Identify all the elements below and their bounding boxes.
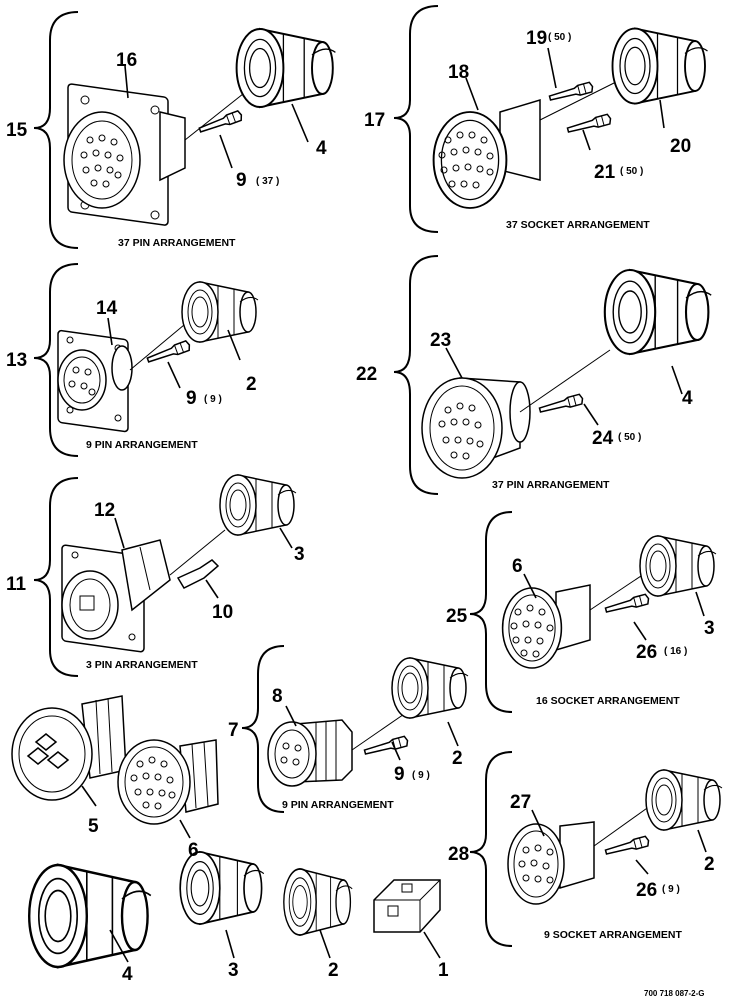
- backshell-2-mid: [181, 281, 259, 343]
- item-label-6: 6: [512, 556, 523, 577]
- plug-23: [421, 377, 531, 479]
- item-label-24: 24: [592, 428, 614, 449]
- item-label-23: 23: [430, 330, 451, 351]
- item-label-1: 1: [438, 960, 449, 981]
- item-label-2: 2: [328, 960, 339, 981]
- item-label-13: 13: [6, 350, 27, 371]
- socket-contact-26: [603, 593, 651, 616]
- item-label-2: 2: [246, 374, 257, 395]
- item-label-10: 10: [212, 602, 233, 623]
- arrangement-caption: 37 SOCKET ARRANGEMENT: [506, 219, 650, 231]
- backshell-4-top: [235, 28, 337, 108]
- item-label-3: 3: [704, 618, 715, 639]
- arrangement-caption: 9 PIN ARRANGEMENT: [282, 799, 394, 811]
- item-label-11: 11: [6, 574, 27, 595]
- item-label-2: 2: [452, 748, 463, 769]
- item-label-9: 9: [236, 170, 247, 191]
- item-label-4: 4: [122, 964, 133, 985]
- item-label-19: 19: [526, 28, 547, 49]
- arrangement-caption: 9 SOCKET ARRANGEMENT: [544, 929, 682, 941]
- quantity-label: ( 50 ): [618, 432, 641, 443]
- backshell-4-mid: [603, 268, 713, 356]
- socket-plug-6: [501, 584, 591, 669]
- quantity-label: ( 37 ): [256, 176, 279, 187]
- item-label-8: 8: [272, 686, 283, 707]
- flange-receptacle-12: [61, 539, 171, 653]
- flange-receptacle-16: [63, 83, 186, 226]
- arrangement-caption: 37 PIN ARRANGEMENT: [492, 479, 610, 491]
- backshell-20: [611, 27, 709, 105]
- arrangement-caption: 16 SOCKET ARRANGEMENT: [536, 695, 680, 707]
- arrangement-caption: 9 PIN ARRANGEMENT: [86, 439, 198, 451]
- socket-contact-26b: [603, 835, 651, 858]
- socket-plug-18: [432, 98, 541, 209]
- backshell-4-loose: [27, 863, 153, 969]
- item-label-26: 26: [636, 880, 657, 901]
- item-label-4: 4: [316, 138, 327, 159]
- receptacle-8: [267, 719, 353, 787]
- item-label-17: 17: [364, 110, 385, 131]
- item-label-20: 20: [670, 136, 691, 157]
- item-label-2: 2: [704, 854, 715, 875]
- item-label-25: 25: [446, 606, 468, 627]
- pin-contact-9c: [362, 735, 410, 758]
- plug-5: [11, 695, 127, 801]
- arrangement-caption: 3 PIN ARRANGEMENT: [86, 659, 198, 671]
- pin-contact-9b: [145, 339, 192, 366]
- quantity-label: ( 50 ): [548, 32, 571, 43]
- item-label-9: 9: [394, 764, 405, 785]
- item-label-3: 3: [294, 544, 305, 565]
- item-label-28: 28: [448, 844, 469, 865]
- pin-contact-24: [537, 393, 585, 416]
- item-label-21: 21: [594, 162, 616, 183]
- quantity-label: ( 9 ): [204, 394, 222, 405]
- item-label-6: 6: [188, 840, 199, 861]
- item-label-26: 26: [636, 642, 657, 663]
- item-label-5: 5: [88, 816, 99, 837]
- backshell-3-mid: [219, 474, 297, 536]
- contact-10: [176, 559, 220, 589]
- quantity-label: ( 50 ): [620, 166, 643, 177]
- item-label-3: 3: [228, 960, 239, 981]
- backshell-2-loose: [282, 868, 354, 936]
- pin-contact-9: [197, 109, 244, 136]
- item-label-9: 9: [186, 388, 197, 409]
- quantity-label: ( 9 ): [412, 770, 430, 781]
- insert-1: [373, 879, 441, 933]
- item-label-7: 7: [228, 720, 239, 741]
- quantity-label: ( 16 ): [664, 646, 687, 657]
- socket-plug-6-loose: [117, 739, 219, 825]
- arrangement-caption: 37 PIN ARRANGEMENT: [118, 237, 236, 249]
- item-label-16: 16: [116, 50, 137, 71]
- backshell-3-loose: [179, 851, 265, 925]
- socket-contact-21: [565, 113, 613, 136]
- item-label-15: 15: [6, 120, 28, 141]
- backshell-3-right: [639, 535, 717, 597]
- item-label-27: 27: [510, 792, 531, 813]
- item-label-14: 14: [96, 298, 118, 319]
- item-label-12: 12: [94, 500, 115, 521]
- figure-id: 700 718 087-2-G: [644, 989, 705, 998]
- item-label-18: 18: [448, 62, 469, 83]
- backshell-2-center: [391, 657, 469, 719]
- backshell-2-right: [645, 769, 723, 831]
- item-label-4: 4: [682, 388, 693, 409]
- item-label-22: 22: [356, 364, 377, 385]
- socket-plug-27: [507, 821, 595, 905]
- flange-receptacle-14: [57, 329, 133, 433]
- quantity-label: ( 9 ): [662, 884, 680, 895]
